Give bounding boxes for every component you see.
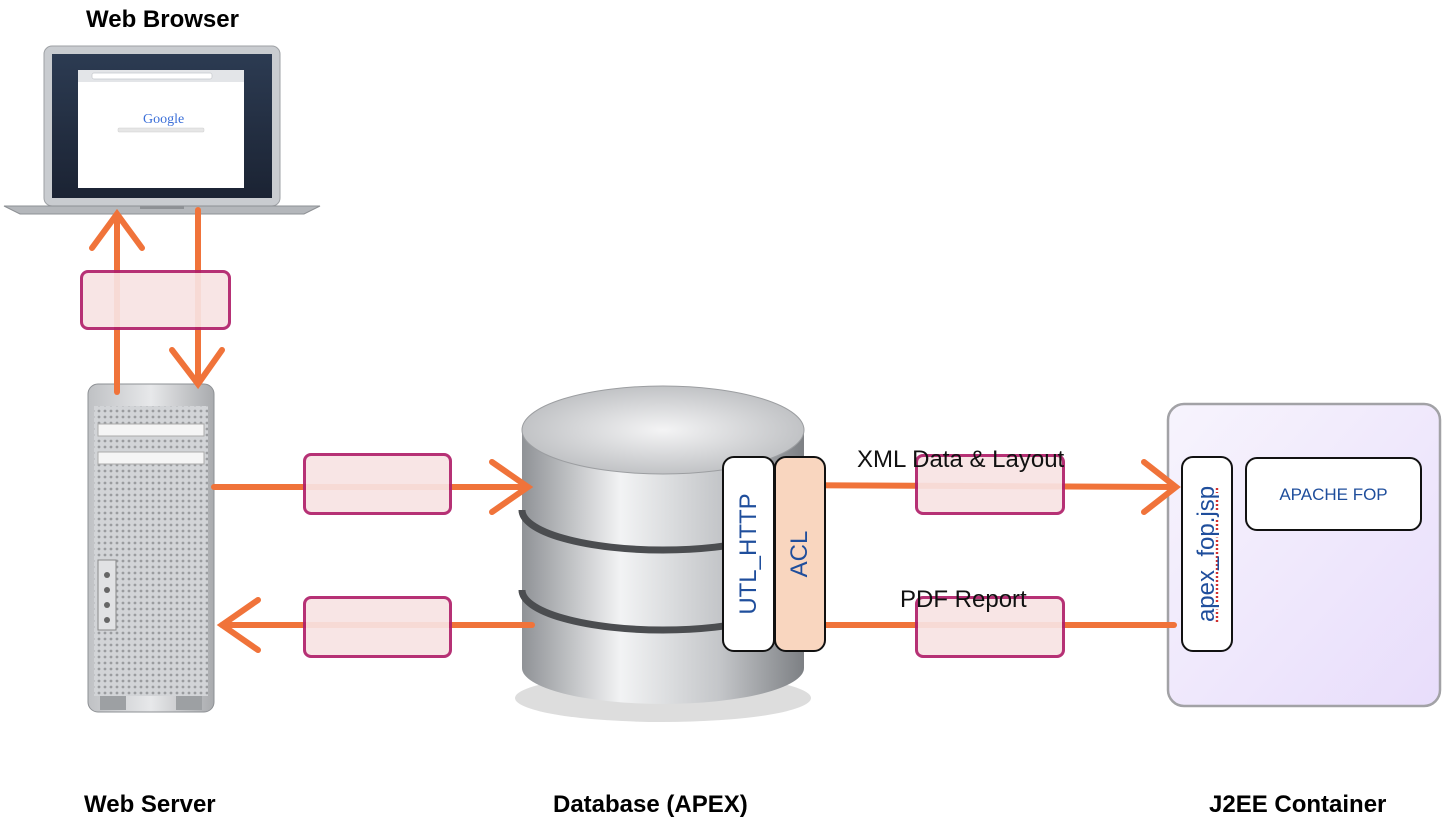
apex-fop-label: apex_fop.jsp	[1193, 485, 1220, 623]
web-server-label: Web Server	[84, 791, 216, 818]
acl-box: ACL	[774, 456, 826, 652]
utl-http-box: UTL_HTTP	[722, 456, 775, 652]
browser-request-box	[80, 270, 231, 330]
apache-fop-label: APACHE FOP	[1279, 485, 1388, 504]
google-logo: Google	[143, 112, 185, 127]
web-browser-label: Web Browser	[86, 6, 239, 33]
server-request-box	[303, 453, 452, 515]
arrow-db-to-server-head	[216, 597, 261, 653]
acl-label: ACL	[786, 530, 813, 578]
apex-fop-box: apex_fop.jsp	[1181, 456, 1233, 652]
j2ee-container-label: J2EE Container	[1209, 791, 1387, 818]
arrow-browser-to-server-head	[169, 347, 225, 390]
pdf-response-box	[915, 596, 1065, 658]
xml-flow-label: XML Data & Layout	[857, 446, 1065, 473]
database-cylinder-image	[515, 385, 811, 722]
apache-fop-box: APACHE FOP	[1245, 457, 1422, 531]
utl-http-label: UTL_HTTP	[734, 493, 762, 615]
xml-request-box	[915, 454, 1065, 515]
laptop-image	[3, 45, 321, 215]
pdf-flow-label: PDF Report	[900, 586, 1027, 613]
server-response-box	[303, 596, 452, 658]
server-tower-image	[87, 383, 215, 713]
arrow-server-to-browser-head	[89, 208, 145, 251]
arrow-xml-to-container-head	[1141, 459, 1181, 515]
database-label: Database (APEX)	[553, 791, 748, 818]
arrow-server-to-db-head	[489, 459, 534, 515]
